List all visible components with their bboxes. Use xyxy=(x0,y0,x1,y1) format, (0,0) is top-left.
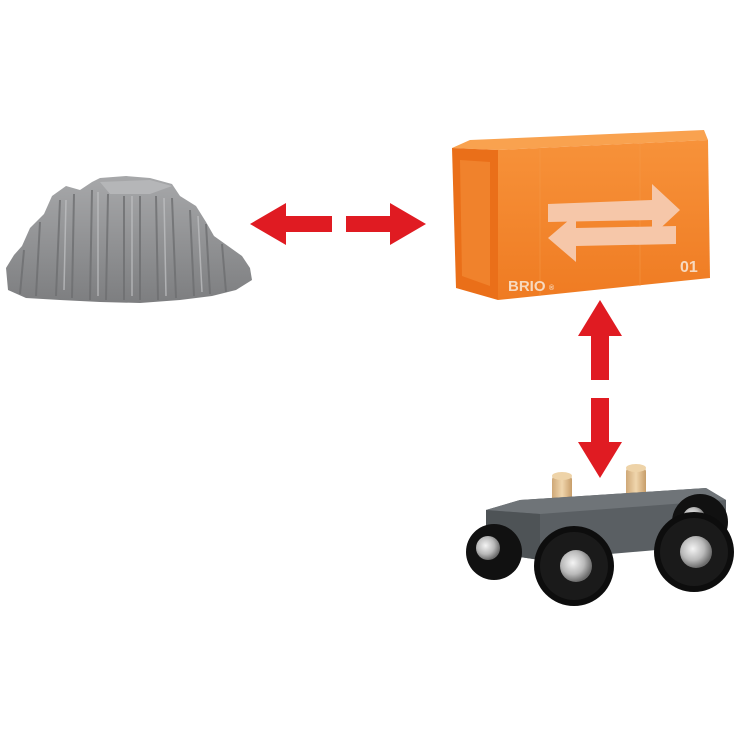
cargo-container: BRIO ® 01 xyxy=(452,130,710,300)
rock-mountain-icon xyxy=(6,176,252,303)
container-brand: BRIO xyxy=(508,278,546,295)
wheel xyxy=(466,524,522,580)
double-arrow-horizontal-icon xyxy=(250,203,426,245)
container-number: 01 xyxy=(680,259,698,276)
wheel xyxy=(654,512,734,592)
wheel xyxy=(534,526,614,606)
double-arrow-vertical-icon xyxy=(578,300,622,478)
container-brand-mark: ® xyxy=(549,284,555,292)
train-wagon-icon xyxy=(466,464,734,606)
swap-arrows-icon xyxy=(548,184,680,262)
